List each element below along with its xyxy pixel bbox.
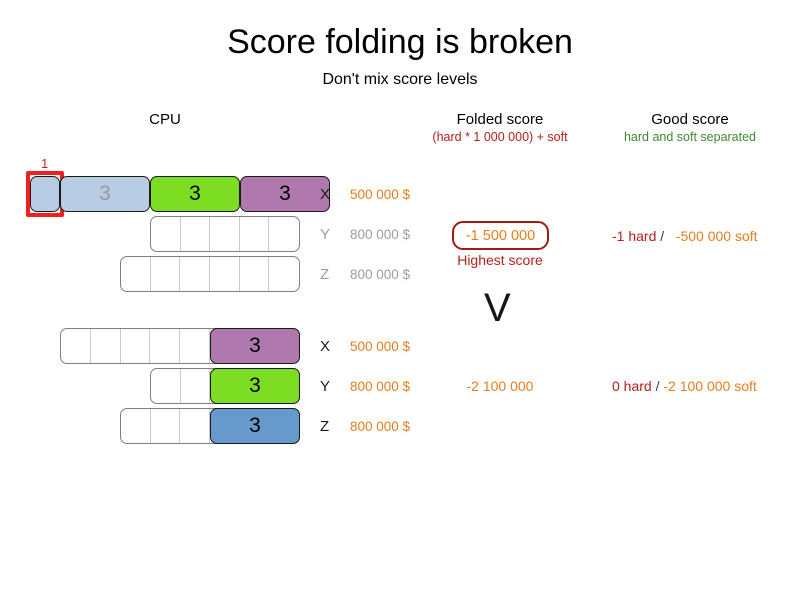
capacity-cell <box>210 257 240 291</box>
capacity-cell <box>151 409 181 443</box>
column-header-good-label: Good score <box>651 111 729 128</box>
cpu-row-letter: X <box>320 338 331 355</box>
page-subtitle: Don't mix score levels <box>322 71 478 88</box>
overload-count-label: 1 <box>41 156 49 171</box>
capacity-cell <box>180 329 210 363</box>
cpu-row-cost: 800 000 $ <box>350 419 411 434</box>
capacity-cell <box>121 409 151 443</box>
good-score-separator: / <box>656 228 676 244</box>
capacity-cell <box>180 257 211 291</box>
cpu-row-cost: 800 000 $ <box>350 227 411 242</box>
cpu-row-cost: 500 000 $ <box>350 339 411 354</box>
cpu-task-segment-lightblue[interactable] <box>30 176 60 212</box>
good-score-soft: -500 000 soft <box>675 228 758 244</box>
column-header-good-score: Good score hard and soft separated <box>590 110 790 146</box>
capacity-cell <box>240 257 270 291</box>
cpu-row-cost: 800 000 $ <box>350 267 411 282</box>
cpu-task-segment-purple[interactable]: 3 <box>210 328 300 364</box>
capacity-cell <box>61 329 91 363</box>
cpu-bar-row: 3 Z 800 000 $ <box>0 408 800 444</box>
cpu-row-letter: Z <box>320 418 330 435</box>
highest-score-note: Highest score <box>457 252 543 268</box>
good-score-hard: -1 hard <box>612 228 657 244</box>
capacity-cell <box>150 329 180 363</box>
capacity-cell <box>151 257 181 291</box>
capacity-cell <box>181 217 211 251</box>
column-header-folded-formula: (hard * 1 000 000) + soft <box>432 130 568 144</box>
chevron-down-icon: V <box>484 286 511 330</box>
cpu-task-segment-purple[interactable]: 3 <box>240 176 330 212</box>
cpu-task-segment-lightblue[interactable]: 3 <box>60 176 150 212</box>
good-score-separator: / <box>651 378 664 394</box>
capacity-cell <box>269 217 299 251</box>
column-header-folded-label: Folded score <box>456 111 544 128</box>
capacity-cell <box>240 217 270 251</box>
cpu-row-letter: Y <box>320 226 331 243</box>
capacity-cell <box>180 409 211 443</box>
capacity-cell <box>269 257 299 291</box>
good-score-line: -1 hard / -500 000 soft <box>612 228 758 244</box>
cpu-row-cost: 800 000 $ <box>350 379 411 394</box>
cpu-task-segment-green[interactable]: 3 <box>150 176 240 212</box>
capacity-cell <box>151 217 181 251</box>
capacity-cell <box>151 369 181 403</box>
cpu-bar-row: 3 X 500 000 $ <box>0 328 800 364</box>
capacity-cell <box>91 329 121 363</box>
cpu-task-segment-green[interactable]: 3 <box>210 368 300 404</box>
folded-score-highlight-box: -1 500 000 <box>452 221 549 250</box>
cpu-capacity-track <box>150 216 300 252</box>
capacity-cell <box>210 217 240 251</box>
folded-score-value: -2 100 000 <box>466 378 534 394</box>
good-score-hard: 0 hard <box>612 378 652 394</box>
cpu-bar-row: 3 Y 800 000 $ <box>0 368 800 404</box>
good-score-soft: -2 100 000 soft <box>663 378 757 394</box>
cpu-row-letter: Z <box>320 266 330 283</box>
cpu-task-segment-blue[interactable]: 3 <box>210 408 300 444</box>
column-header-cpu: CPU <box>105 110 225 129</box>
cpu-row-letter: Y <box>320 378 331 395</box>
capacity-cell <box>121 257 151 291</box>
capacity-cell <box>121 329 151 363</box>
good-score-line: 0 hard / -2 100 000 soft <box>612 378 757 394</box>
cpu-row-cost: 500 000 $ <box>350 187 411 202</box>
page-title: Score folding is broken <box>227 23 573 61</box>
cpu-bar-row: Y 800 000 $ <box>0 216 800 252</box>
column-header-folded-score: Folded score (hard * 1 000 000) + soft <box>400 110 600 146</box>
column-header-cpu-label: CPU <box>149 111 181 128</box>
cpu-row-letter: X <box>320 186 331 203</box>
column-header-good-note: hard and soft separated <box>623 130 757 144</box>
cpu-capacity-track <box>120 256 300 292</box>
capacity-cell <box>181 369 211 403</box>
cpu-bar-row: Z 800 000 $ <box>0 256 800 292</box>
